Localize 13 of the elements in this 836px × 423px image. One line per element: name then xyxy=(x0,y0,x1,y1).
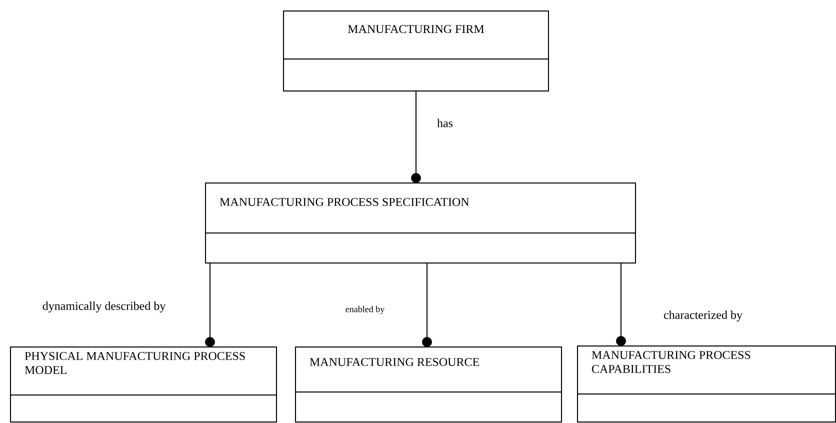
class-box: PHYSICAL MANUFACTURING PROCESS MODEL xyxy=(10,346,277,422)
connector xyxy=(616,262,626,346)
class-box: MANUFACTURING PROCESS CAPABILITIES xyxy=(577,345,836,422)
class-box: MANUFACTURING PROCESS SPECIFICATION xyxy=(205,182,636,264)
connector xyxy=(411,90,421,183)
class-box: MANUFACTURING RESOURCE xyxy=(295,346,562,422)
connector xyxy=(422,262,432,347)
edge-label: enabled by xyxy=(344,304,386,316)
edge-label: dynamically described by xyxy=(41,300,167,314)
connector xyxy=(205,262,215,347)
edge-label: has xyxy=(436,118,454,128)
class-box: MANUFACTURING FIRM xyxy=(283,10,549,92)
edge-label: characterized by xyxy=(662,310,744,322)
